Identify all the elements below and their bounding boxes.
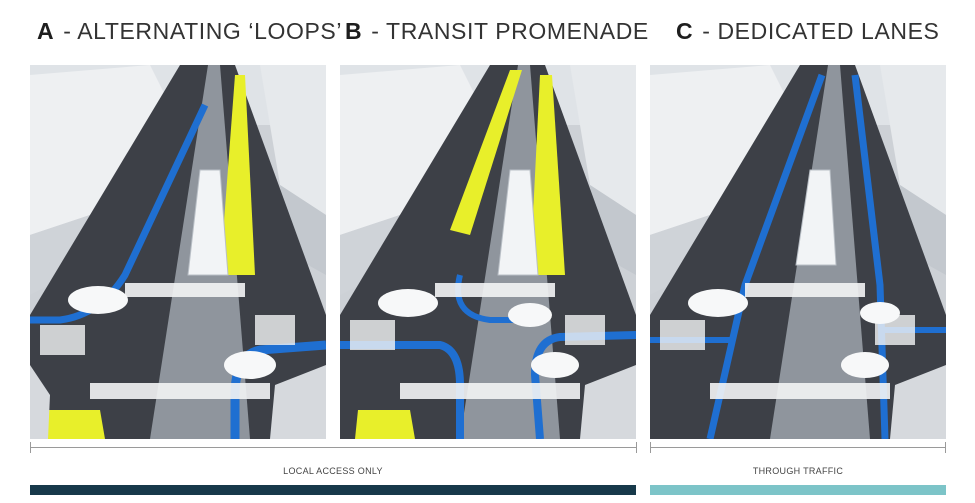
through-range-end-tick [945, 442, 946, 453]
through-traffic-bar [650, 485, 946, 495]
local-access-bar [30, 485, 636, 495]
panel-b-illustration [340, 65, 636, 439]
panel-c-illustration [650, 65, 946, 439]
panel-c-letter: C [676, 18, 694, 44]
panel-a-title: A - ALTERNATING ‘LOOPS’ [37, 18, 342, 45]
through-range-line [650, 447, 946, 448]
panel-b-letter: B [345, 18, 363, 44]
panel-b-title: B - TRANSIT PROMENADE [345, 18, 649, 45]
local-access-label: LOCAL ACCESS ONLY [283, 466, 383, 476]
panel-c-heading: - DEDICATED LANES [702, 18, 940, 44]
local-range-end-tick [636, 442, 637, 453]
panel-a-illustration [30, 65, 326, 439]
panel-c-title: C - DEDICATED LANES [676, 18, 939, 45]
local-range-line [30, 447, 636, 448]
through-traffic-label: THROUGH TRAFFIC [752, 466, 844, 476]
panel-a-heading: - ALTERNATING ‘LOOPS’ [63, 18, 343, 44]
panel-a-letter: A [37, 18, 55, 44]
panel-b-heading: - TRANSIT PROMENADE [371, 18, 649, 44]
